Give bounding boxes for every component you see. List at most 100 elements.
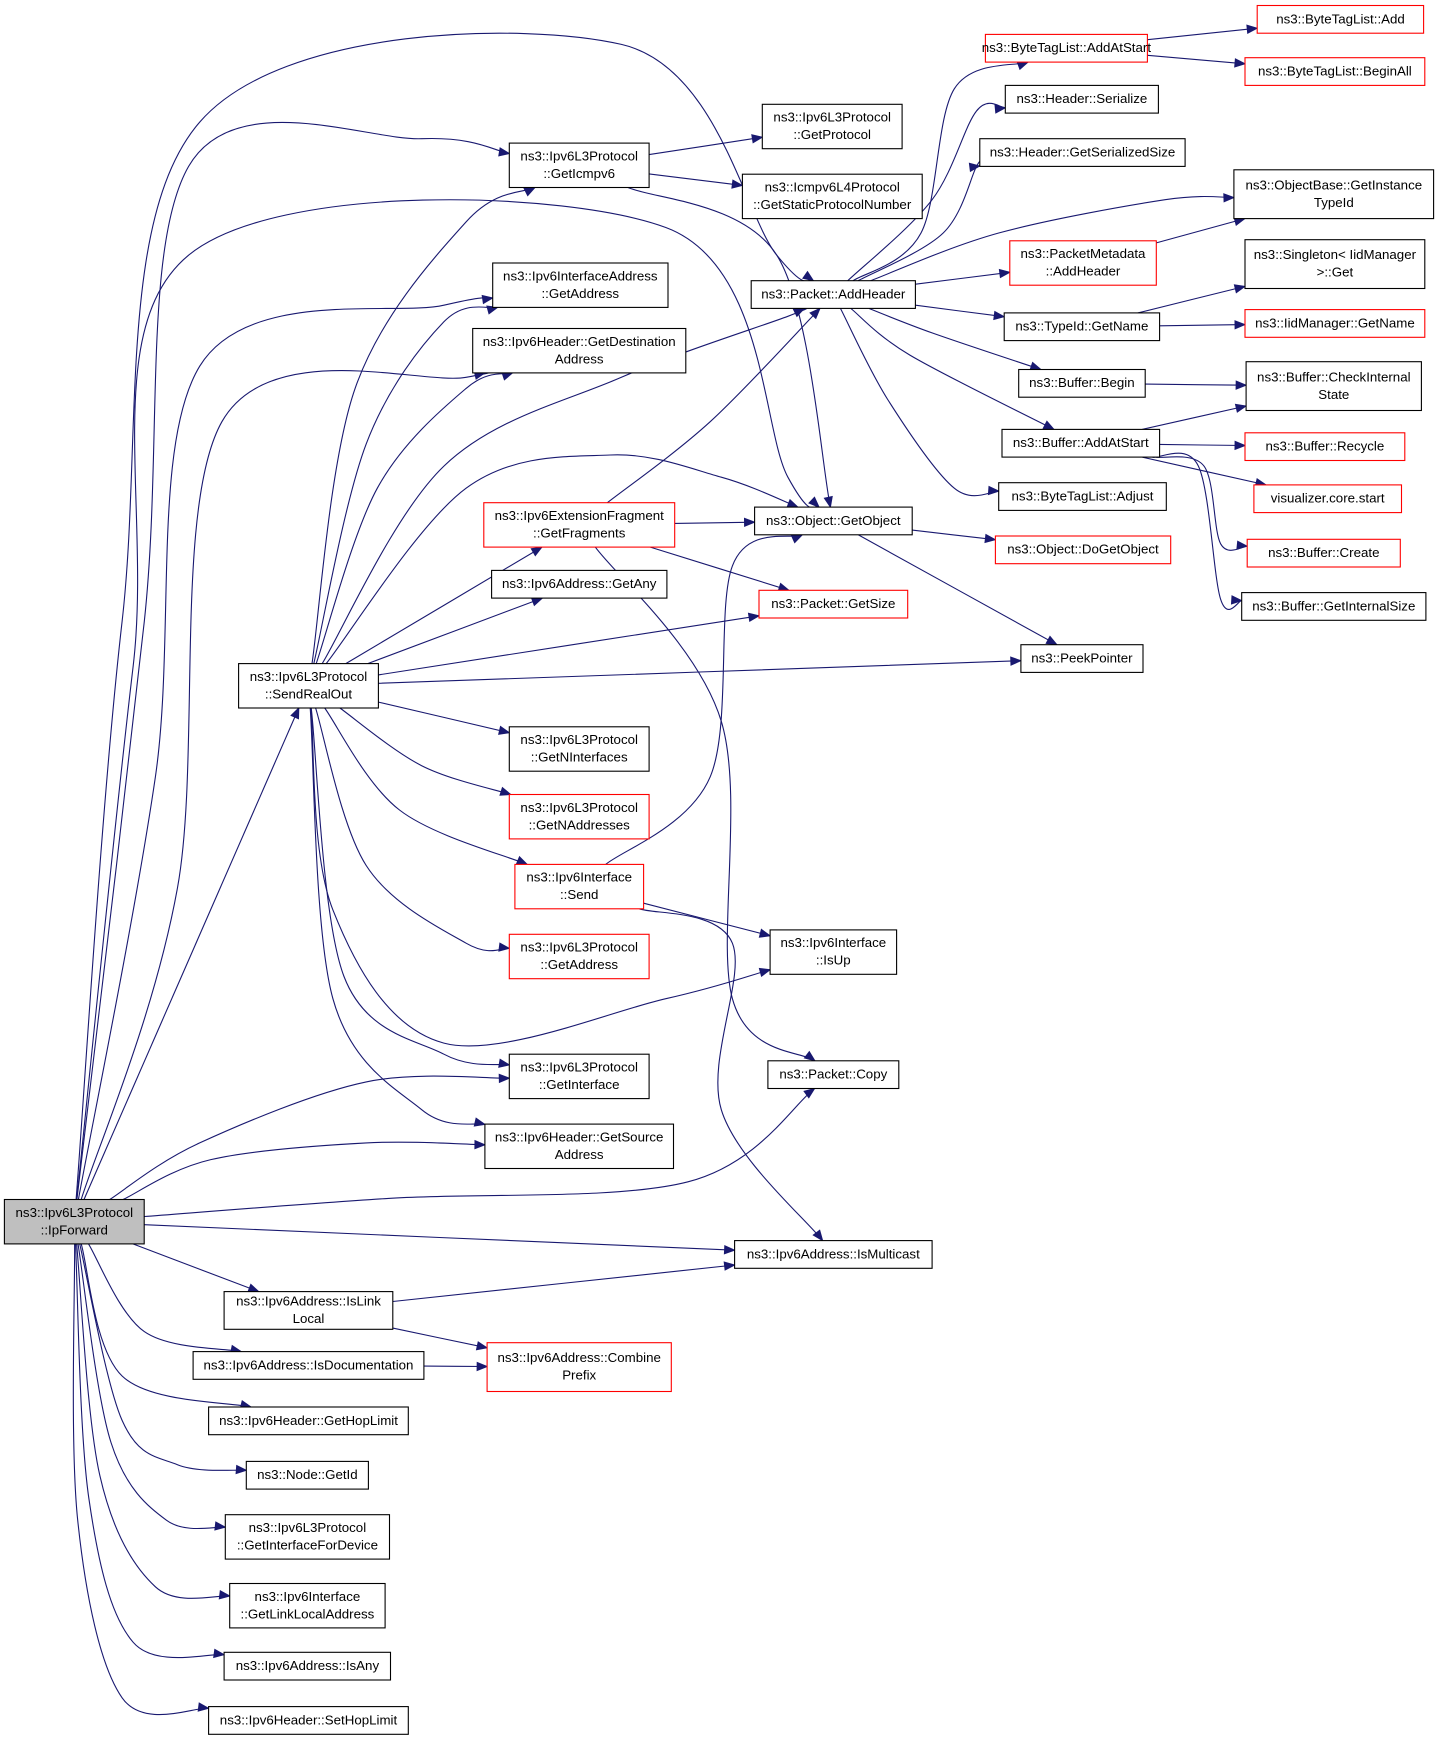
node-btl_beginall[interactable]: ns3::ByteTagList::BeginAll — [1244, 57, 1426, 86]
node-btl_adjust[interactable]: ns3::ByteTagList::Adjust — [998, 482, 1167, 511]
node-box[interactable] — [508, 933, 650, 980]
node-box[interactable] — [984, 33, 1148, 63]
node-box[interactable] — [1233, 169, 1435, 220]
node-box[interactable] — [483, 502, 676, 548]
node-box[interactable] — [208, 1406, 409, 1436]
node-box[interactable] — [508, 793, 650, 840]
node-addheader[interactable]: ns3::Packet::AddHeader — [750, 280, 916, 309]
node-box[interactable] — [1241, 592, 1427, 621]
node-box[interactable] — [1009, 240, 1157, 286]
node-getlinklocaladdress[interactable]: ns3::Ipv6Interface::GetLinkLocalAddress — [229, 1582, 386, 1629]
node-getobject[interactable]: ns3::Object::GetObject — [754, 506, 913, 536]
node-box[interactable] — [514, 863, 645, 910]
node-node_getid[interactable]: ns3::Node::GetId — [245, 1460, 369, 1490]
node-packet_copy[interactable]: ns3::Packet::Copy — [767, 1060, 900, 1090]
node-box[interactable] — [229, 1582, 386, 1629]
node-iface_send[interactable]: ns3::Ipv6Interface::Send — [514, 863, 645, 910]
node-ipforward[interactable]: ns3::Ipv6L3Protocol::IpForward — [3, 1198, 145, 1245]
node-box[interactable] — [492, 262, 669, 308]
node-buffer_begin[interactable]: ns3::Buffer::Begin — [1018, 368, 1146, 398]
node-getfragments[interactable]: ns3::Ipv6ExtensionFragment::GetFragments — [483, 502, 676, 548]
node-sethoplimit[interactable]: ns3::Ipv6Header::SetHopLimit — [208, 1706, 409, 1735]
node-box[interactable] — [508, 726, 650, 772]
node-box[interactable] — [484, 1123, 675, 1170]
node-getany[interactable]: ns3::Ipv6Address::GetAny — [491, 569, 668, 599]
node-isup[interactable]: ns3::Ipv6Interface::IsUp — [769, 929, 898, 975]
node-box[interactable] — [1244, 57, 1426, 86]
node-btl_addatstart[interactable]: ns3::ByteTagList::AddAtStart — [982, 33, 1152, 63]
node-box[interactable] — [767, 1060, 900, 1090]
node-box[interactable] — [238, 663, 379, 709]
node-buffer_addatstart[interactable]: ns3::Buffer::AddAtStart — [1001, 428, 1161, 458]
node-box[interactable] — [1244, 309, 1426, 338]
node-isany[interactable]: ns3::Ipv6Address::IsAny — [223, 1651, 392, 1681]
node-box[interactable] — [754, 506, 913, 536]
node-btl_add[interactable]: ns3::ByteTagList::Add — [1256, 4, 1425, 34]
node-typeid_getname[interactable]: ns3::TypeId::GetName — [1003, 312, 1161, 342]
node-getnaddresses[interactable]: ns3::Ipv6L3Protocol::GetNAddresses — [508, 793, 650, 840]
node-box[interactable] — [192, 1351, 425, 1380]
node-l3_getaddress[interactable]: ns3::Ipv6L3Protocol::GetAddress — [508, 933, 650, 980]
node-getinterfacefordevice[interactable]: ns3::Ipv6L3Protocol::GetInterfaceForDevi… — [224, 1514, 391, 1560]
node-box[interactable] — [1256, 4, 1425, 34]
node-box[interactable] — [3, 1198, 145, 1245]
node-sendrealout[interactable]: ns3::Ipv6L3Protocol::SendRealOut — [238, 663, 379, 709]
node-getninterfaces[interactable]: ns3::Ipv6L3Protocol::GetNInterfaces — [508, 726, 650, 772]
node-peekpointer[interactable]: ns3::PeekPointer — [1020, 644, 1144, 673]
node-box[interactable] — [769, 929, 898, 975]
node-box[interactable] — [1253, 484, 1403, 514]
node-ifaddr_getaddress[interactable]: ns3::Ipv6InterfaceAddress::GetAddress — [492, 262, 669, 308]
node-hdr_getserializedsize[interactable]: ns3::Header::GetSerializedSize — [979, 138, 1186, 167]
node-getinterface[interactable]: ns3::Ipv6L3Protocol::GetInterface — [508, 1053, 650, 1100]
node-pm_addheader[interactable]: ns3::PacketMetadata::AddHeader — [1009, 240, 1157, 286]
node-box[interactable] — [486, 1342, 672, 1393]
node-iidmanager_getname[interactable]: ns3::IidManager::GetName — [1244, 309, 1426, 338]
node-box[interactable] — [508, 142, 650, 189]
node-getinternalsize[interactable]: ns3::Buffer::GetInternalSize — [1241, 592, 1427, 621]
node-box[interactable] — [1244, 432, 1406, 462]
node-box[interactable] — [1018, 368, 1146, 398]
node-visualizer_start[interactable]: visualizer.core.start — [1253, 484, 1403, 514]
node-box[interactable] — [224, 1514, 391, 1560]
node-box[interactable] — [1244, 239, 1426, 290]
node-getprotocol[interactable]: ns3::Ipv6L3Protocol::GetProtocol — [761, 103, 903, 150]
node-gethoplimit[interactable]: ns3::Ipv6Header::GetHopLimit — [208, 1406, 409, 1436]
node-box[interactable] — [979, 138, 1186, 167]
node-buffer_create[interactable]: ns3::Buffer::Create — [1246, 538, 1401, 568]
node-box[interactable] — [741, 173, 923, 220]
node-singleton_get[interactable]: ns3::Singleton< IidManager>::Get — [1244, 239, 1426, 290]
node-geticmpv6[interactable]: ns3::Ipv6L3Protocol::GetIcmpv6 — [508, 142, 650, 189]
node-box[interactable] — [223, 1291, 394, 1330]
node-box[interactable] — [1245, 361, 1422, 412]
node-box[interactable] — [472, 327, 687, 374]
node-getstaticprotocolnumber[interactable]: ns3::Icmpv6L4Protocol::GetStaticProtocol… — [741, 173, 923, 220]
node-hdr_serialize[interactable]: ns3::Header::Serialize — [1004, 84, 1159, 114]
node-box[interactable] — [758, 589, 909, 619]
node-box[interactable] — [1003, 312, 1161, 342]
node-box[interactable] — [750, 280, 916, 309]
node-box[interactable] — [1001, 428, 1161, 458]
node-box[interactable] — [998, 482, 1167, 511]
node-ismulticast[interactable]: ns3::Ipv6Address::IsMulticast — [734, 1240, 933, 1269]
node-box[interactable] — [1246, 538, 1401, 568]
node-box[interactable] — [223, 1651, 392, 1681]
node-box[interactable] — [1020, 644, 1144, 673]
node-buffer_recycle[interactable]: ns3::Buffer::Recycle — [1244, 432, 1406, 462]
node-box[interactable] — [734, 1240, 933, 1269]
node-box[interactable] — [208, 1706, 409, 1735]
node-box[interactable] — [761, 103, 903, 150]
node-box[interactable] — [245, 1460, 369, 1490]
node-isdocumentation[interactable]: ns3::Ipv6Address::IsDocumentation — [192, 1351, 425, 1380]
node-box[interactable] — [491, 569, 668, 599]
node-packet_getsize[interactable]: ns3::Packet::GetSize — [758, 589, 909, 619]
node-box[interactable] — [508, 1053, 650, 1100]
node-dogetobject[interactable]: ns3::Object::DoGetObject — [994, 535, 1172, 565]
node-box[interactable] — [1004, 84, 1159, 114]
node-box[interactable] — [994, 535, 1172, 565]
